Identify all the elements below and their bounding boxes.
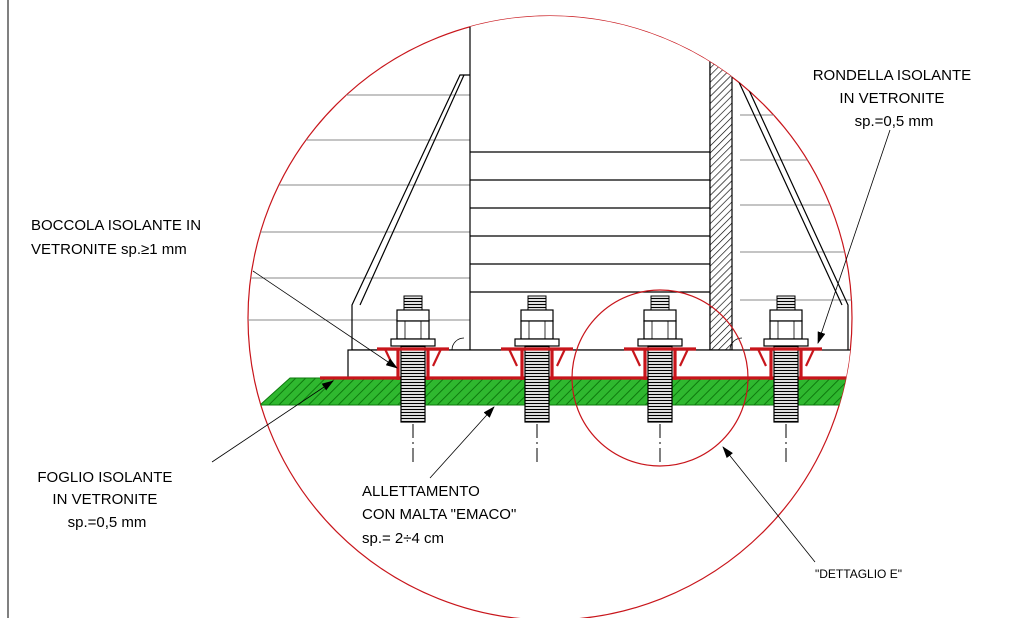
bolt-nut-lower (643, 320, 677, 340)
label-foglio: FOGLIO ISOLANTE IN VETRONITE sp.=0,5 mm (37, 469, 176, 531)
insulating-bushing-flare (508, 348, 518, 367)
insulating-bushing-flare (631, 348, 641, 367)
column-web (469, 16, 711, 351)
leader-boccola (252, 270, 398, 369)
bolt-thread-body (524, 345, 550, 423)
bolt-washer (390, 338, 436, 347)
bolt-thread-top (403, 295, 423, 311)
insulating-bushing (643, 349, 677, 380)
insulating-bushing-flare (679, 348, 689, 367)
insulating-bushing (520, 349, 554, 380)
bolt-thread-top (776, 295, 796, 311)
insulating-bushing-flare (757, 348, 767, 367)
leader-dettaglio (722, 446, 816, 563)
bolt-nut-upper (520, 309, 554, 322)
bolt-nut-upper (769, 309, 803, 322)
bolt-washer (763, 338, 809, 347)
anchor-bolt-icon (624, 295, 696, 462)
insulating-bushing (396, 349, 430, 380)
anchor-bolt-icon (377, 295, 449, 462)
bolt-nut-lower (396, 320, 430, 340)
leader-allettamento (429, 406, 495, 479)
bolt-nut-lower (769, 320, 803, 340)
leader-rondella (817, 129, 891, 344)
bolt-nut-upper (643, 309, 677, 322)
insulating-bushing-flare (556, 348, 566, 367)
label-dettaglio: "DETTAGLIO E" (815, 567, 902, 581)
insulating-bushing-flare (805, 348, 815, 367)
bolt-washer (637, 338, 683, 347)
bolt-thread-top (527, 295, 547, 311)
leader-foglio (211, 380, 334, 463)
bolt-thread-body (647, 345, 673, 423)
mortar-bed (258, 377, 852, 406)
bolt-washer (514, 338, 560, 347)
label-allettamento: ALLETTAMENTO CON MALTA "EMACO" sp.= 2÷4 … (362, 483, 520, 547)
bolt-nut-upper (396, 309, 430, 322)
hatched-flange-section (709, 51, 733, 351)
bolt-thread-top (650, 295, 670, 311)
base-plate (347, 349, 852, 379)
label-boccola: BOCCOLA ISOLANTE IN VETRONITE sp.≥1 mm (31, 217, 205, 258)
bolt-thread-body (773, 345, 799, 423)
insulating-bushing (769, 349, 803, 380)
background-lines-left (248, 94, 470, 321)
anchor-bolt-icon (750, 295, 822, 462)
bolt-thread-body (400, 345, 426, 423)
label-rondella: RONDELLA ISOLANTE IN VETRONITE sp.=0,5 m… (813, 67, 976, 130)
detail-e-circle (571, 289, 749, 467)
column-web-lines (470, 151, 710, 293)
anchor-bolts (377, 295, 822, 462)
insulating-bushing-flare (432, 348, 442, 367)
bolt-nut-lower (520, 320, 554, 340)
anchor-bolt-icon (501, 295, 573, 462)
